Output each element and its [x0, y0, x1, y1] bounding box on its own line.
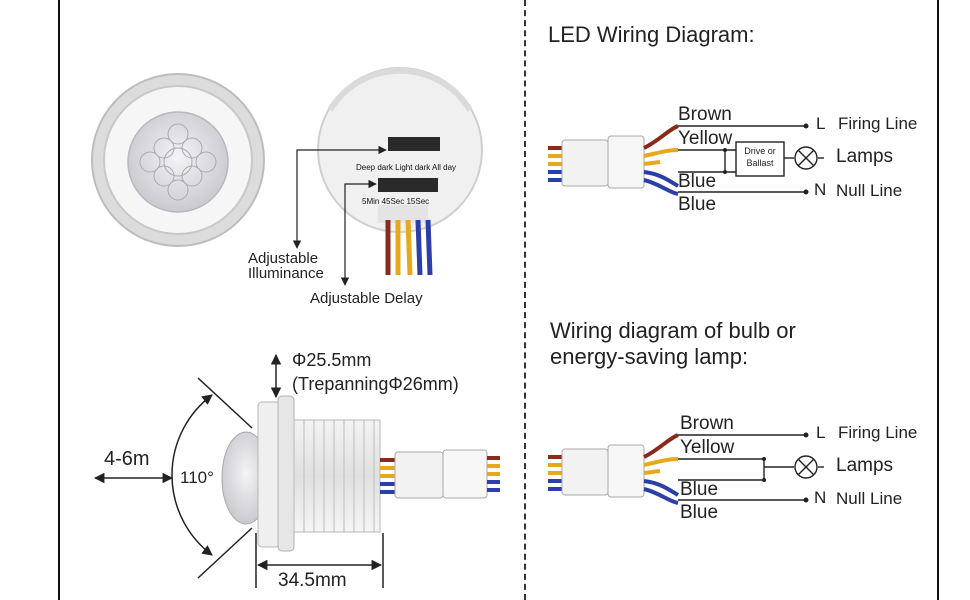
bulb-lamps-label: Lamps: [836, 455, 894, 476]
sensor-side-view: [221, 395, 500, 552]
dimension-lines: [93, 353, 384, 588]
adjustable-delay-label: Adjustable Delay: [310, 290, 423, 307]
callout-arrows: [292, 145, 387, 286]
bulb-wire-yellow: Yellow: [680, 437, 735, 458]
bulb-wire-blue-2: Blue: [680, 502, 719, 523]
led-wire-blue-1: Blue: [678, 171, 717, 192]
illuminance-line2: Illuminance: [248, 265, 324, 282]
led-null-line-label: Null Line: [836, 181, 903, 200]
bulb-terminal-n: N: [814, 488, 827, 507]
driver-line2: Ballast: [746, 158, 774, 168]
led-firing-line-label: Firing Line: [838, 114, 918, 133]
bulb-wire-brown: Brown: [680, 413, 734, 434]
right-border: [937, 0, 939, 600]
bulb-diagram-title-line1: Wiring diagram of bulb or: [550, 318, 796, 343]
driver-box-label: Drive or Ballast: [736, 145, 784, 169]
left-border: [58, 0, 60, 600]
led-lamps-label: Lamps: [836, 146, 894, 167]
dashed-divider: [524, 0, 526, 600]
bulb-firing-line-label: Firing Line: [838, 423, 918, 442]
led-lamp-symbol: [723, 123, 818, 195]
bulb-wire-blue-1: Blue: [680, 479, 719, 500]
length-label: 34.5mm: [278, 570, 347, 591]
led-wire-brown: Brown: [678, 104, 732, 125]
driver-line1: Drive or: [744, 146, 776, 156]
delay-dial-label: 5Min 45Sec 15Sec: [362, 197, 430, 206]
led-diagram-title: LED Wiring Diagram:: [548, 22, 755, 47]
led-wire-yellow: Yellow: [678, 128, 733, 149]
led-connector: [548, 124, 680, 196]
diameter-label: Φ25.5mm: [292, 350, 372, 370]
led-terminal-l: L: [816, 114, 826, 133]
distance-label: 4-6m: [104, 448, 150, 470]
adjustable-illuminance-label: Adjustable Illuminance: [248, 251, 324, 281]
sensor-front-view: [91, 73, 265, 247]
bulb-lamp-symbol: [762, 432, 818, 503]
illuminance-dial-label: Deep dark Light dark All day: [356, 163, 457, 172]
bulb-diagram-title-line2: energy-saving lamp:: [550, 344, 749, 369]
led-circuit-lines: [678, 125, 824, 193]
bulb-connector: [548, 433, 680, 505]
led-wire-blue-2: Blue: [678, 194, 717, 215]
trepanning-label: (TrepanningΦ26mm): [292, 374, 459, 394]
bulb-circuit-lines: [678, 434, 824, 501]
illuminance-line1: Adjustable: [248, 250, 319, 267]
bulb-null-line-label: Null Line: [836, 489, 903, 508]
led-terminal-n: N: [814, 180, 827, 199]
angle-label: 110°: [180, 468, 214, 487]
bulb-terminal-l: L: [816, 423, 826, 442]
